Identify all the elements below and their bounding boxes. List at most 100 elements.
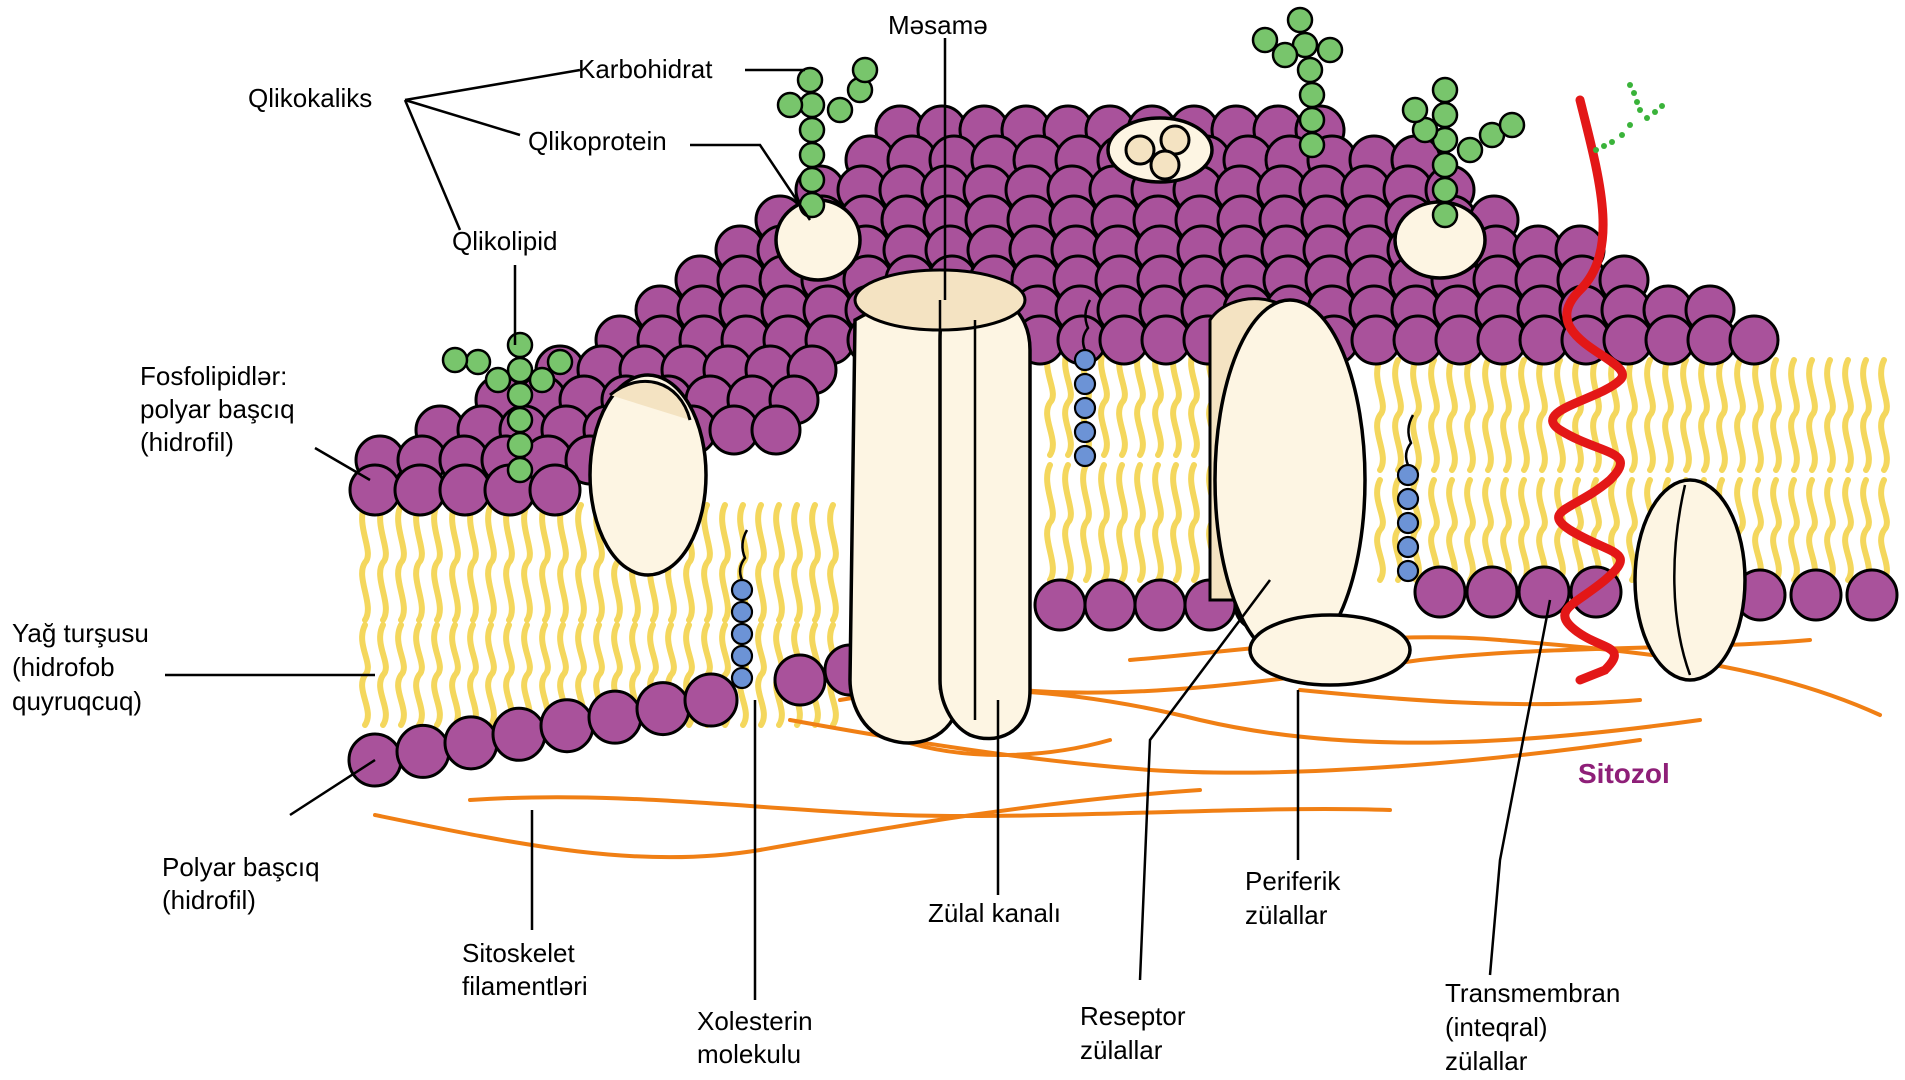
fatty-acid-tail [1449, 360, 1455, 470]
carbohydrate-bead [1433, 78, 1457, 102]
fatty-acid-tail [488, 625, 494, 725]
fatty-acid-tail [1431, 480, 1437, 580]
fatty-acid-tail [776, 505, 782, 620]
carbohydrate-bead [548, 350, 572, 374]
phospholipid-head [395, 465, 445, 515]
carbohydrate-bead [778, 93, 802, 117]
fatty-acid-tail [470, 505, 476, 620]
fatty-acid-tail [1629, 360, 1635, 470]
fatty-acid-tail [1809, 480, 1815, 580]
fatty-acid-tail [452, 625, 458, 725]
carbohydrate-bead [508, 333, 532, 357]
label-fosfolipidler-3: (hidrofil) [140, 427, 234, 457]
cholesterol-bead [1075, 350, 1095, 370]
fatty-acid-tail [434, 625, 440, 725]
label-xolesterin-1: Xolesterin [697, 1006, 813, 1036]
label-periferik-1: Periferik [1245, 866, 1341, 896]
fatty-acid-tail [1809, 360, 1815, 470]
fatty-acid-tail [722, 505, 728, 620]
phospholipid-head [445, 717, 497, 769]
cholesterol-bead [732, 602, 752, 622]
fatty-acid-tail [1791, 480, 1797, 580]
carbohydrate-bead [1318, 38, 1342, 62]
fatty-acid-tail [1755, 480, 1761, 580]
fatty-acid-tail [1395, 360, 1401, 470]
fatty-acid-tail [470, 625, 476, 725]
fatty-acid-tail [794, 505, 800, 620]
fatty-acid-tail [1791, 360, 1797, 470]
carbohydrate-bead [1433, 153, 1457, 177]
carbohydrate-bead [828, 98, 852, 122]
carbohydrate-bead [1433, 178, 1457, 202]
fatty-acid-tail [1137, 465, 1143, 580]
carbohydrate-bead [1300, 133, 1324, 157]
phospholipid-head [775, 655, 825, 705]
fatty-acid-tail [1701, 360, 1707, 470]
fatty-acid-tail [1881, 480, 1887, 580]
fatty-acid-tail [1593, 360, 1599, 470]
fatty-acid-tail [560, 505, 566, 620]
label-xolesterin-2: molekulu [697, 1039, 801, 1069]
fatty-acid-tail [1539, 360, 1545, 470]
carbohydrate-bead [486, 368, 510, 392]
fatty-acid-tail [434, 505, 440, 620]
cholesterol-bead [732, 646, 752, 666]
label-sitoskelet-1: Sitoskelet [462, 938, 575, 968]
phospholipid-head [1467, 567, 1517, 617]
fatty-acid-tail [542, 505, 548, 620]
carbohydrate-bead [800, 118, 824, 142]
phospholipid-head [493, 708, 545, 760]
label-polyar-2: (hidrofil) [162, 885, 256, 915]
pore-protein-top [1108, 118, 1212, 182]
label-transmembran-1: Transmembran [1445, 978, 1620, 1008]
cholesterol-bead [1398, 513, 1418, 533]
fatty-acid-tail [1827, 480, 1833, 580]
carbohydrate-bead [508, 358, 532, 382]
label-fosfolipidler-2: polyar başcıq [140, 394, 295, 424]
fatty-acid-tail [812, 505, 818, 620]
fatty-acid-tail [488, 505, 494, 620]
label-sitozol: Sitozol [1578, 758, 1670, 789]
carbohydrate-bead [1288, 8, 1312, 32]
fatty-acid-tail [1539, 480, 1545, 580]
fatty-acid-tail [1431, 360, 1437, 470]
label-masame: Məsamə [888, 10, 988, 40]
fatty-acid-tail [1773, 480, 1779, 580]
fatty-acid-tail [1521, 480, 1527, 580]
fatty-acid-tail [1719, 360, 1725, 470]
carbohydrate-bead [1300, 83, 1324, 107]
carbohydrate-bead [530, 368, 554, 392]
fatty-acid-tail [830, 505, 836, 620]
label-qlikolipid: Qlikolipid [452, 226, 558, 256]
fatty-acid-tail [1485, 480, 1491, 580]
fatty-acid-tail [1557, 480, 1563, 580]
phospholipid-head [1791, 570, 1841, 620]
fatty-acid-tail [416, 505, 422, 620]
fatty-acid-tail [758, 625, 764, 725]
carbohydrate-bead [508, 408, 532, 432]
label-yag-2: (hidrofob [12, 652, 115, 682]
cholesterol-bead [1075, 398, 1095, 418]
fatty-acid-tail [1449, 480, 1455, 580]
label-zulal-kanali: Zülal kanalı [928, 898, 1061, 928]
carbohydrate-bead [1433, 203, 1457, 227]
fatty-acid-tail [1137, 350, 1143, 455]
phospholipid-head [530, 465, 580, 515]
fatty-acid-tail [1503, 360, 1509, 470]
fatty-acid-tail [1647, 360, 1653, 470]
fatty-acid-tail [1377, 480, 1383, 580]
fatty-acid-tail [1173, 350, 1179, 455]
fatty-acid-tail [704, 505, 710, 620]
fatty-acid-tail [1101, 465, 1107, 580]
phospholipid-head [1035, 580, 1085, 630]
protein-channel [850, 270, 1030, 743]
carbohydrate-bead [1433, 103, 1457, 127]
phospholipid-head [637, 683, 689, 735]
fatty-acid-tail [1485, 360, 1491, 470]
fatty-acid-tail [1755, 360, 1761, 470]
fatty-acid-tail [1521, 360, 1527, 470]
label-polyar-1: Polyar başcıq [162, 852, 320, 882]
fatty-acid-tail [1083, 465, 1089, 580]
fatty-acid-tail [1047, 350, 1053, 455]
label-sitoskelet-2: filamentləri [462, 971, 588, 1001]
